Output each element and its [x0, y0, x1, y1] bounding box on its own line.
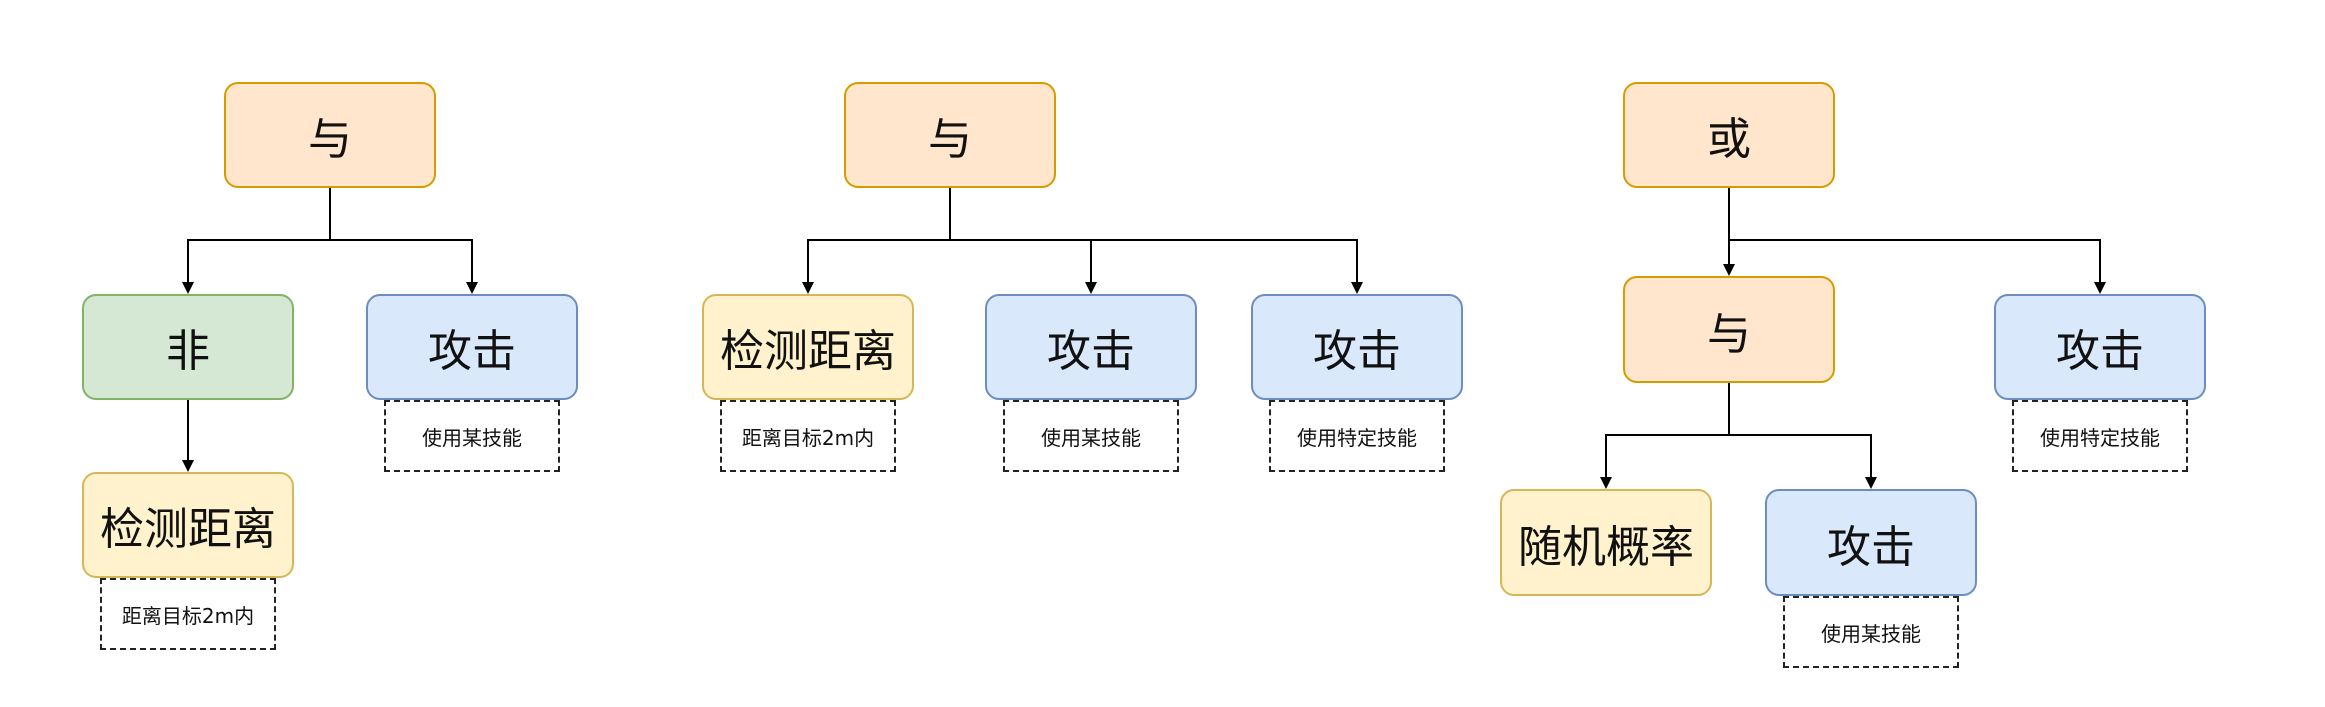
edge-tree3-root-to-attack-right — [1729, 239, 2106, 294]
edge-tree2-root-to-attack2 — [1091, 239, 1363, 294]
tree3-or-node: 或 — [1623, 82, 1835, 188]
tree3-attack-inner-note: 使用某技能 — [1783, 596, 1959, 668]
tree1-not-node: 非 — [82, 294, 294, 400]
tree2-attack-node-1: 攻击 — [985, 294, 1197, 400]
tree1-check-distance-note: 距离目标2m内 — [100, 578, 276, 650]
tree3-attack-right-note: 使用特定技能 — [2012, 400, 2188, 472]
tree3-attack-right-node: 攻击 — [1994, 294, 2206, 400]
tree2-attack-note-1: 使用某技能 — [1003, 400, 1179, 472]
tree2-attack-note-2: 使用特定技能 — [1269, 400, 1445, 472]
tree3-random-chance-node: 随机概率 — [1500, 489, 1712, 596]
tree2-check-distance-note: 距离目标2m内 — [720, 400, 896, 472]
edge-tree1-root-to-not — [182, 188, 331, 294]
tree2-and-node: 与 — [844, 82, 1056, 188]
tree3-and-node: 与 — [1623, 276, 1835, 383]
edge-tree1-root-to-attack — [330, 239, 478, 294]
edge-tree2-root-to-check — [802, 188, 951, 294]
tree2-check-distance-node: 检测距离 — [702, 294, 914, 400]
tree1-check-distance-node: 检测距离 — [82, 472, 294, 578]
tree3-attack-inner-node: 攻击 — [1765, 489, 1977, 596]
edge-tree2-root-to-attack1 — [950, 239, 1097, 294]
tree1-attack-node: 攻击 — [366, 294, 578, 400]
edge-tree3-and-to-attack-inner — [1729, 434, 1877, 489]
tree2-attack-node-2: 攻击 — [1251, 294, 1463, 400]
tree1-attack-note: 使用某技能 — [384, 400, 560, 472]
edge-tree3-and-to-random — [1600, 383, 1730, 489]
tree1-and-node: 与 — [224, 82, 436, 188]
